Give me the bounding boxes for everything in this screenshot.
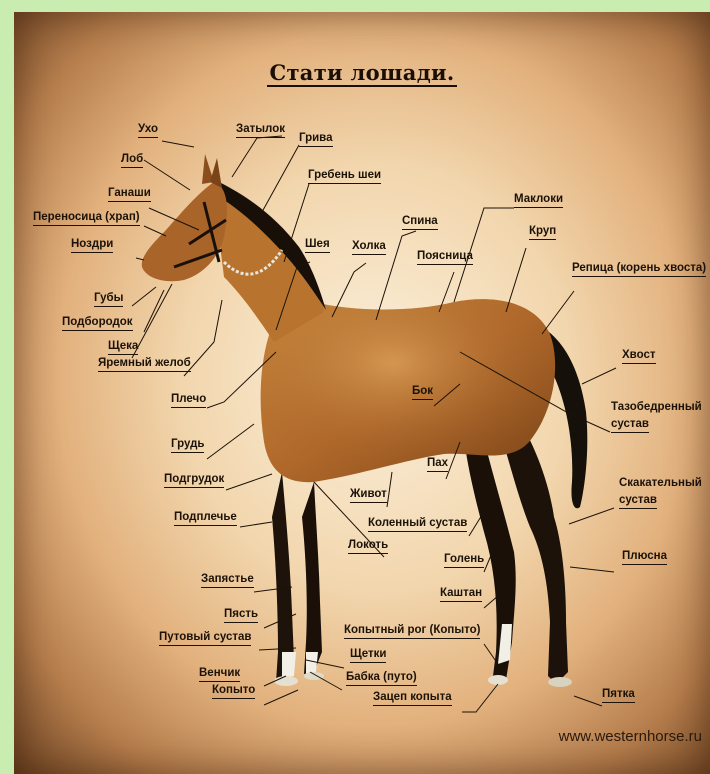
label-nozdri: Ноздри xyxy=(71,238,113,253)
label-maklok: Маклоки xyxy=(514,193,563,208)
label-krup: Круп xyxy=(529,225,556,240)
label-yaremny: Яремный желоб xyxy=(98,357,191,372)
label-ukho: Ухо xyxy=(138,123,158,138)
front-leg-near xyxy=(272,472,294,682)
label-kolenny: Коленный сустав xyxy=(368,517,467,532)
label-zatylok: Затылок xyxy=(236,123,285,138)
label-podpleche: Подплечье xyxy=(174,511,237,526)
label-pakh: Пах xyxy=(427,457,448,472)
label-pyast: Пясть xyxy=(224,608,258,623)
front-leg-far xyxy=(302,482,322,674)
label-zhivot: Живот xyxy=(350,488,387,503)
label-poyasnitsa: Поясница xyxy=(417,250,473,265)
watermark: www.westernhorse.ru xyxy=(559,730,702,744)
label-perenositsa: Переносица (храп) xyxy=(33,211,140,226)
label-skakat-line1: Скакательный xyxy=(619,477,702,491)
label-spina: Спина xyxy=(402,215,438,230)
label-kholka: Холка xyxy=(352,240,386,255)
label-lokot: Локоть xyxy=(348,539,388,554)
label-zapyaste: Запястье xyxy=(201,573,254,588)
label-kashtan: Каштан xyxy=(440,587,482,602)
label-sheya: Шея xyxy=(305,238,330,253)
label-repitsa: Репица (корень хвоста) xyxy=(572,262,706,277)
label-guby: Губы xyxy=(94,292,123,307)
label-plyusna: Плюсна xyxy=(622,550,667,565)
label-griva: Грива xyxy=(299,132,333,147)
label-venchik: Венчик xyxy=(199,667,240,682)
label-grud: Грудь xyxy=(171,438,204,453)
horse-head xyxy=(142,182,227,281)
hind-leg-near xyxy=(506,412,568,684)
diagram-title: Стати лошади. xyxy=(14,60,710,85)
label-lob: Лоб xyxy=(121,153,143,168)
label-podborodok: Подбородок xyxy=(62,316,133,331)
label-scheka: Щека xyxy=(108,340,138,355)
label-schetki: Щетки xyxy=(350,648,386,663)
label-skakat-line2: сустав xyxy=(619,494,657,509)
label-pyatka: Пятка xyxy=(602,688,635,703)
label-greben-shei: Гребень шеи xyxy=(308,169,381,184)
label-golen: Голень xyxy=(444,553,484,568)
label-tazobedr-line1: Тазобедренный xyxy=(611,401,702,415)
diagram-panel: Стати лошади. Ухо Затылок Грива Лоб Греб… xyxy=(14,12,710,774)
label-kopyto: Копыто xyxy=(212,684,255,699)
label-tazobedr-line2: сустав xyxy=(611,418,649,433)
label-podgrudok: Подгрудок xyxy=(164,473,224,488)
label-ganashi: Ганаши xyxy=(108,187,151,202)
label-zatsep: Зацеп копыта xyxy=(373,691,452,706)
label-plecho: Плечо xyxy=(171,393,206,408)
label-bok: Бок xyxy=(412,385,433,400)
label-babka: Бабка (путо) xyxy=(346,671,417,686)
label-khvost: Хвост xyxy=(622,349,656,364)
label-putovy: Путовый сустав xyxy=(159,631,251,646)
label-kopytny-rog: Копытный рог (Копыто) xyxy=(344,624,480,639)
